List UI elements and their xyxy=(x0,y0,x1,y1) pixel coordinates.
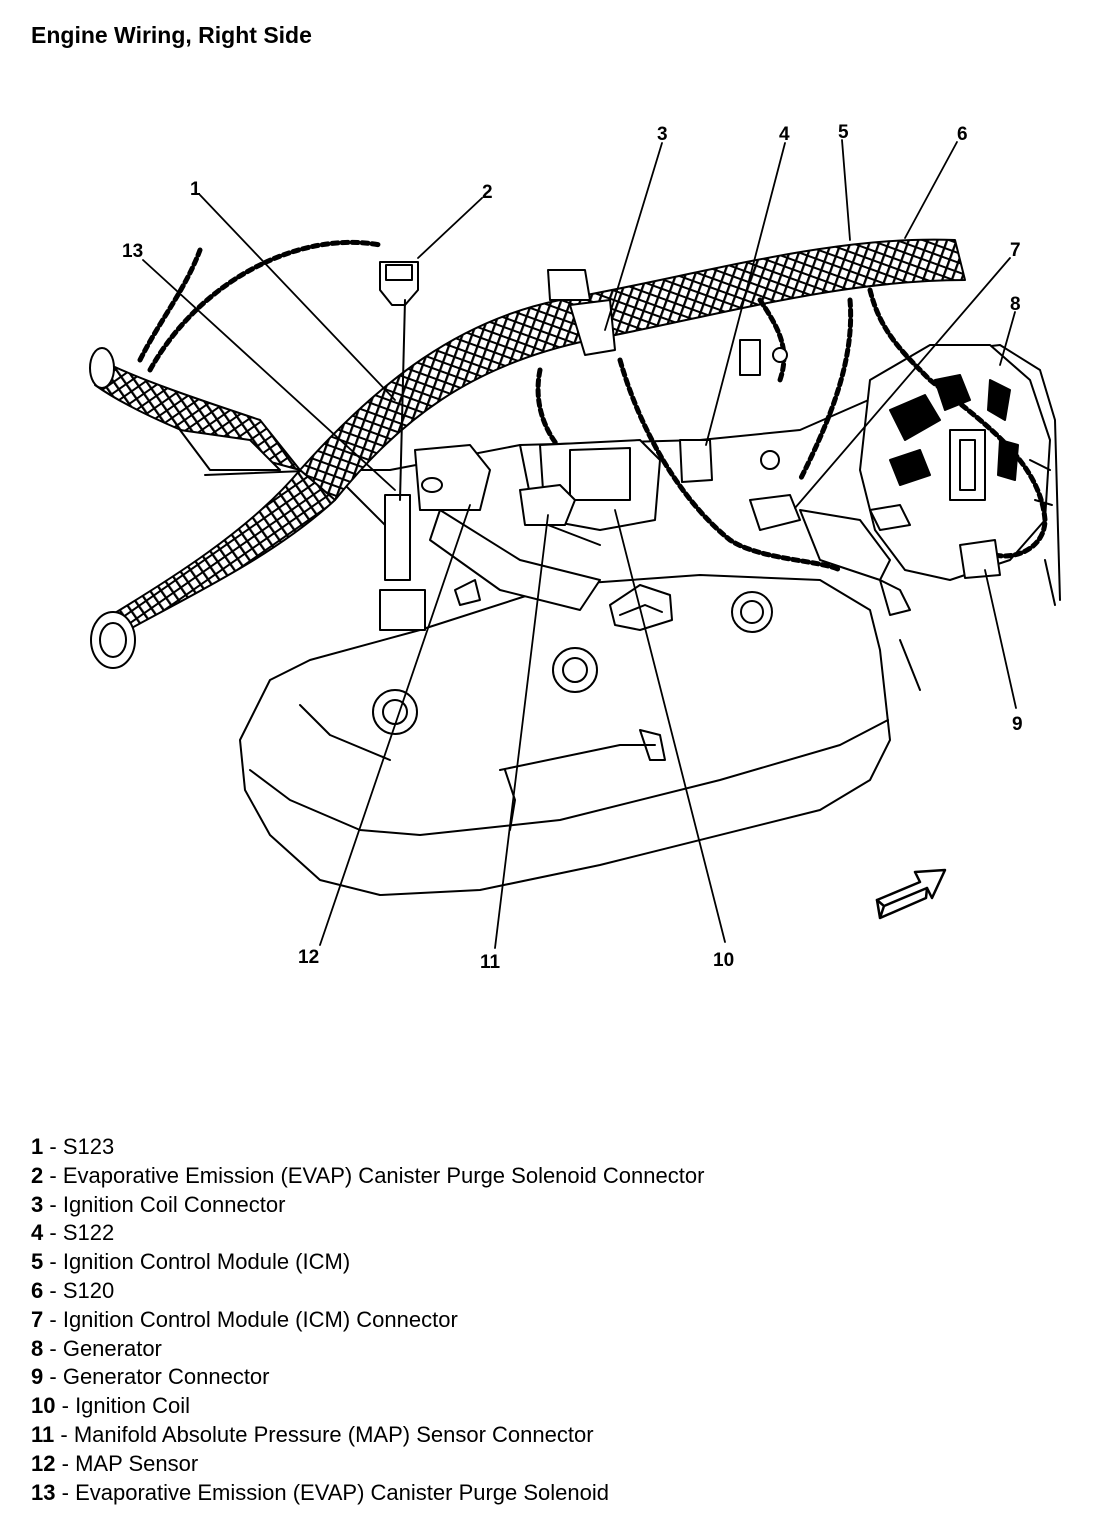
legend-number: 5 xyxy=(31,1249,44,1275)
legend-label: Evaporative Emission (EVAP) Canister Pur… xyxy=(75,1479,610,1505)
legend-item: 9 - Generator Connector xyxy=(31,1364,270,1390)
legend-number: 12 xyxy=(31,1450,56,1476)
callout-numbers: 1 2 3 4 5 6 7 8 9 10 11 12 13 xyxy=(122,122,1023,973)
legend-number: 1 xyxy=(31,1134,44,1159)
icm-connector xyxy=(679,339,891,581)
valve-cover xyxy=(239,574,891,896)
legend-item: 2 - Evaporative Emission (EVAP) Canister… xyxy=(31,1162,705,1188)
engine-wiring-diagram: 1 2 3 4 5 6 7 8 9 10 11 12 13 xyxy=(89,122,1061,973)
legend-number: 7 xyxy=(31,1306,44,1332)
legend-item: 8 - Generator xyxy=(31,1335,162,1361)
legend-number: 11 xyxy=(31,1421,55,1447)
legend-item: 11 - Manifold Absolute Pressure (MAP) Se… xyxy=(31,1421,594,1447)
main-harness xyxy=(89,238,966,669)
legend-item: 10 - Ignition Coil xyxy=(31,1393,191,1419)
callout-2: 2 xyxy=(482,182,493,203)
callout-6: 6 xyxy=(957,124,968,145)
ignition-coil xyxy=(519,269,661,531)
legend-item: 13 - Evaporative Emission (EVAP) Caniste… xyxy=(31,1479,610,1505)
map-sensor xyxy=(429,509,601,611)
legend-label: Generator Connector xyxy=(62,1364,270,1390)
legend-number: 2 xyxy=(31,1162,44,1188)
legend-item: 5 - Ignition Control Module (ICM) xyxy=(31,1249,351,1275)
callout-7: 7 xyxy=(1010,240,1021,261)
legend-number: 13 xyxy=(31,1479,56,1505)
legend-label: S123 xyxy=(62,1134,115,1159)
legend-item: 12 - MAP Sensor xyxy=(31,1450,199,1476)
callout-10: 10 xyxy=(713,950,734,971)
legend-number: 10 xyxy=(31,1393,56,1419)
callout-12: 12 xyxy=(298,947,319,968)
legend-item: 1 - S123 xyxy=(31,1134,115,1159)
legend-item: 7 - Ignition Control Module (ICM) Connec… xyxy=(31,1306,458,1332)
component-legend: 1 - S123 2 - Evaporative Emission (EVAP)… xyxy=(31,1133,704,1507)
legend-label: Generator xyxy=(62,1335,162,1361)
legend-label: S120 xyxy=(62,1277,115,1303)
legend-number: 9 xyxy=(31,1364,44,1390)
diagram-title: Engine Wiring, Right Side xyxy=(31,22,312,48)
leader-lines xyxy=(142,139,1017,949)
callout-11: 11 xyxy=(480,952,501,973)
legend-number: 4 xyxy=(31,1220,44,1246)
callout-9: 9 xyxy=(1012,714,1023,735)
generator-connector xyxy=(869,504,1001,616)
legend-label: Ignition Coil xyxy=(75,1393,191,1419)
legend-item: 6 - S120 xyxy=(31,1277,115,1303)
legend-number: 3 xyxy=(31,1191,44,1217)
legend-label: Ignition Control Module (ICM) Connector xyxy=(62,1306,458,1332)
legend-label: Evaporative Emission (EVAP) Canister Pur… xyxy=(62,1162,705,1188)
legend-item: 3 - Ignition Coil Connector xyxy=(31,1191,286,1217)
legend-item: 4 - S122 xyxy=(31,1220,115,1246)
evap-purge-solenoid xyxy=(379,261,491,631)
callout-4: 4 xyxy=(779,124,790,145)
legend-label: S122 xyxy=(62,1220,115,1246)
legend-number: 8 xyxy=(31,1335,44,1361)
callout-8: 8 xyxy=(1010,294,1021,315)
callout-1: 1 xyxy=(190,179,201,200)
legend-label: Manifold Absolute Pressure (MAP) Sensor … xyxy=(73,1421,594,1447)
legend-label: Ignition Control Module (ICM) xyxy=(62,1249,351,1275)
legend-label: Ignition Coil Connector xyxy=(62,1191,286,1217)
callout-13: 13 xyxy=(122,241,143,262)
branch-wires xyxy=(137,239,1048,573)
direction-arrow-icon xyxy=(875,868,947,920)
legend-label: MAP Sensor xyxy=(75,1450,199,1476)
legend-number: 6 xyxy=(31,1277,44,1303)
callout-5: 5 xyxy=(838,122,849,143)
callout-3: 3 xyxy=(657,124,668,145)
